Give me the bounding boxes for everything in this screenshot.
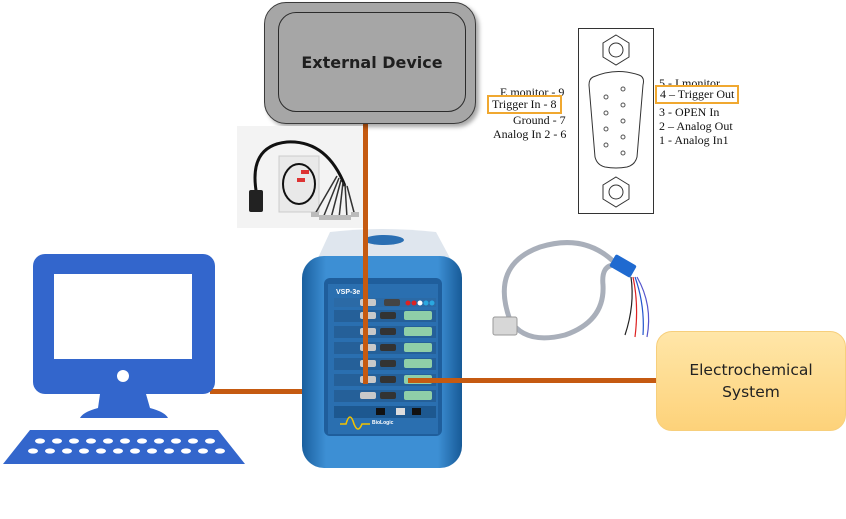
computer-icon — [3, 254, 245, 464]
instrument-brand: BioLogic — [372, 420, 394, 426]
channel-boards — [334, 298, 436, 418]
external-device-label: External Device — [301, 52, 443, 72]
pin-3-label: 3 - OPEN In — [659, 105, 720, 119]
electrochemical-label-line1: Electrochemical — [689, 361, 813, 379]
db9-connector-diagram — [578, 28, 654, 214]
pin-7-label: Ground - 7 — [513, 113, 566, 127]
electrochemical-system-box: Electrochemical System — [656, 331, 846, 431]
wire-instrument-to-electrochemical — [408, 378, 657, 383]
electrochemical-label-line2: System — [722, 383, 780, 401]
external-device-inner: External Device — [278, 12, 466, 112]
pin-1-label: 1 - Analog In1 — [659, 133, 729, 147]
pin-8-label: Trigger In - 8 — [487, 95, 562, 114]
wire-external-to-instrument — [363, 122, 368, 384]
potentiostat-photo: VSP-3e BioLogic — [302, 229, 462, 468]
pin-4-label: 4 – Trigger Out — [655, 85, 740, 104]
cable-kit-photo — [237, 126, 363, 228]
instrument-model-label: VSP-3e — [336, 289, 360, 296]
cell-cable-photo — [492, 240, 650, 341]
external-device-box — [264, 2, 476, 124]
pin-2-label: 2 – Analog Out — [659, 119, 733, 133]
pin-6-label: Analog In 2 - 6 — [493, 127, 567, 141]
